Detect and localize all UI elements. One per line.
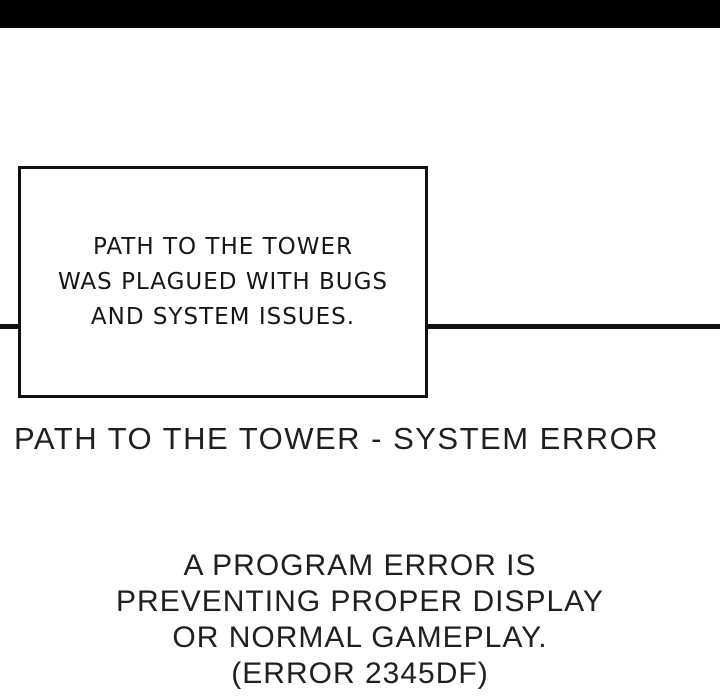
top-black-bar [0, 0, 720, 28]
episode-title: PATH TO THE TOWER - SYSTEM ERROR [14, 421, 660, 456]
caption-text: PATH TO THE TOWER WAS PLAGUED WITH BUGS … [57, 233, 389, 330]
error-message-text: A PROGRAM ERROR IS PREVENTING PROPER DIS… [116, 549, 604, 690]
caption-box: PATH TO THE TOWER WAS PLAGUED WITH BUGS … [18, 166, 428, 398]
